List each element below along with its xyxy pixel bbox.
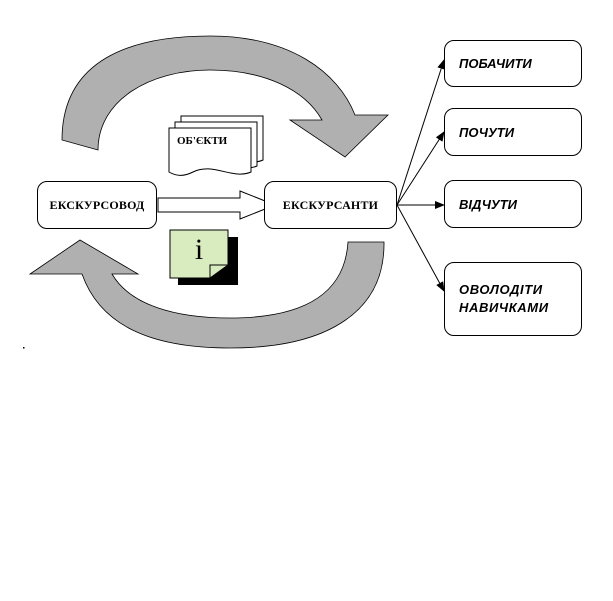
- source-to-target-arrow: [157, 190, 277, 220]
- connector-1: [396, 131, 445, 206]
- outcome-label: ПОЧУТИ: [459, 124, 515, 140]
- outcome-label: ВІДЧУТИ: [459, 196, 518, 212]
- connector-0: [396, 59, 446, 206]
- outcome-box-0: ПОБАЧИТИ: [444, 40, 582, 87]
- outcome-box-1: ПОЧУТИ: [444, 108, 582, 156]
- info-note-icon: [169, 229, 238, 285]
- outcome-label: ОВОЛОДІТИ: [459, 282, 543, 297]
- stray-dot: [23, 347, 25, 349]
- target-label: ЕКСКУРСАНТИ: [282, 197, 379, 212]
- outcome-label: ПОБАЧИТИ: [459, 56, 532, 71]
- connector-3: [396, 204, 445, 292]
- outcome-label: НАВИЧКАМИ: [459, 300, 549, 315]
- outcome-connectors: [396, 59, 446, 292]
- source-label: ЕКСКУРСОВОД: [49, 197, 145, 212]
- objects-label: ОБ'ЄКТИ: [177, 135, 228, 147]
- source-box: ЕКСКУРСОВОД: [37, 181, 157, 229]
- target-box: ЕКСКУРСАНТИ: [264, 181, 397, 229]
- top-cycle-arrow: [61, 35, 389, 158]
- objects-document-icon: [168, 115, 264, 176]
- outcome-box-3: ОВОЛОДІТИ НАВИЧКАМИ: [444, 262, 582, 336]
- info-glyph: i: [194, 233, 204, 266]
- bottom-cycle-arrow: [28, 239, 385, 349]
- outcome-box-2: ВІДЧУТИ: [444, 180, 582, 228]
